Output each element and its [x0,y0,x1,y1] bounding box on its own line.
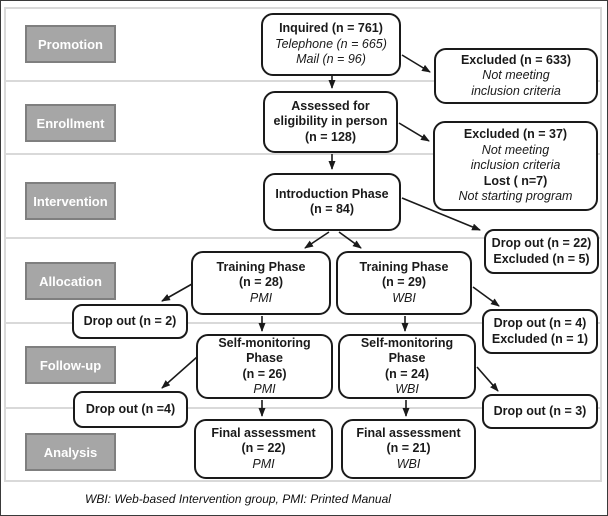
box-title: (n = 24) [384,366,430,381]
box-title: (n = 28) [238,275,284,290]
flow-box-dropout-3: Drop out (n = 3) [482,394,598,429]
box-subtext: PMI [253,382,276,396]
box-title: (n = 21) [386,441,431,456]
arrow-selfmon-wbi-to-dropout-3 [476,366,499,392]
arrow-introduction-to-training-wbi [338,231,362,249]
box-subtext: Not meeting [481,142,550,157]
flow-box-inquired: Inquired (n = 761) Telephone (n = 665) M… [261,13,401,76]
box-title: Excluded (n = 1) [491,331,589,346]
box-title: Training Phase [359,259,449,274]
box-subtext: Mail (n = 96) [296,52,366,67]
box-title: (n = 26) [242,366,287,381]
box-title: (n = 84) [309,202,355,216]
stage-label-allocation: Allocation [25,262,116,300]
box-title: Self-monitoring [360,335,454,350]
box-title: Introduction Phase [275,186,389,201]
stage-label-followup: Follow-up [25,346,116,384]
stage-label-promotion: Promotion [25,25,116,63]
box-title: Assessed for [291,98,370,113]
flow-box-dropout-22-excluded-5: Drop out (n = 22) Excluded (n = 5) [484,229,599,274]
flow-box-dropout-4: Drop out (n =4) [73,391,188,428]
box-subtext: Telephone (n = 665) [275,36,387,51]
box-title: Drop out (n = 4) [493,316,587,330]
box-title: Final assessment [356,425,461,440]
arrow-introduction-to-training-pmi [304,231,330,249]
box-title: (n = 29) [381,275,427,290]
box-title: (n = 22) [241,441,286,456]
flow-box-selfmonitoring-phase-pmi: Self-monitoring Phase (n = 26) PMI [196,334,333,399]
box-subtext: Not meeting [482,68,550,83]
arrow-introduction-to-dropout-22 [401,197,481,231]
flow-box-final-assessment-wbi: Final assessment (n = 21) WBI [341,419,476,479]
flow-box-training-phase-pmi: Training Phase (n = 28) PMI [191,251,331,315]
arrow-selfmon-pmi-to-dropout-4 [161,356,198,389]
box-subtext: Not starting program [458,189,573,204]
box-subtext: WBI [395,382,419,396]
box-title: Excluded (n = 5) [493,251,590,266]
box-title: Drop out (n = 2) [83,313,177,328]
box-title: Drop out (n = 3) [493,403,587,418]
flow-box-dropout-4-excluded-1: Drop out (n = 4) Excluded (n = 1) [482,309,598,354]
stage-label-intervention: Intervention [25,182,116,220]
box-subtext: inclusion criteria [470,158,561,173]
box-title: Training Phase [216,259,306,274]
box-subtext: inclusion criteria [471,83,561,98]
flow-box-final-assessment-pmi: Final assessment (n = 22) PMI [194,419,333,479]
arrow-training-wbi-to-dropout-4-excl-1 [472,286,500,307]
box-title: Excluded (n = 633) [460,52,572,67]
box-subtext: PMI [249,290,273,305]
box-title: (n = 128) [304,129,357,144]
box-title: Inquired (n = 761) [279,21,383,36]
flow-box-excluded-633: Excluded (n = 633) Not meeting inclusion… [434,48,598,104]
stage-label-enrollment: Enrollment [25,104,116,142]
flow-box-training-phase-wbi: Training Phase (n = 29) WBI [336,251,472,315]
box-title: Lost ( n=7) [483,173,548,188]
flow-box-assessed: Assessed for eligibility in person (n = … [263,91,398,153]
flow-box-dropout-2: Drop out (n = 2) [72,304,188,339]
box-subtext: PMI [252,456,275,471]
box-title: Final assessment [211,425,316,440]
abbreviations-footnote: WBI: Web-based Intervention group, PMI: … [85,492,391,506]
box-title: Phase [388,351,426,365]
flow-box-excluded-37: Excluded (n = 37) Not meeting inclusion … [433,121,598,211]
arrow-inquired-to-excluded-633 [401,54,431,73]
flow-box-introduction-phase: Introduction Phase (n = 84) [263,173,401,231]
box-title: Drop out (n =4) [85,401,176,416]
box-subtext: WBI [396,456,421,471]
flow-box-selfmonitoring-phase-wbi: Self-monitoring Phase (n = 24) WBI [338,334,476,399]
box-title: Self-monitoring [218,335,311,350]
box-title: Phase [246,351,283,365]
box-title: eligibility in person [273,114,388,129]
box-subtext: WBI [392,290,416,305]
stage-label-analysis: Analysis [25,433,116,471]
arrow-assessed-to-excluded-37 [398,122,430,142]
box-title: Drop out (n = 22) [491,236,592,250]
box-title: Excluded (n = 37) [463,127,568,142]
arrow-training-pmi-to-dropout-2 [161,283,193,302]
